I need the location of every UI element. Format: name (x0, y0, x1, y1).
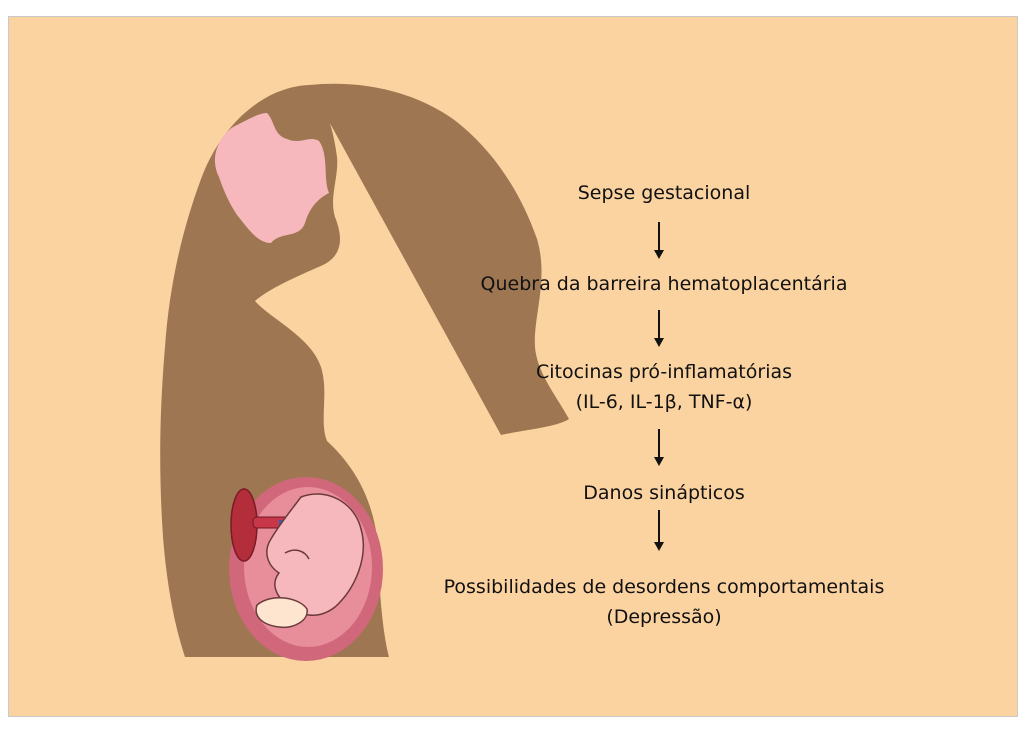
diagram-canvas: Sepse gestacional Quebra da barreira hem… (8, 16, 1018, 717)
down-arrow-icon (652, 510, 666, 552)
step-danos-sinapticos: Danos sinápticos (419, 480, 909, 506)
down-arrow-icon (652, 222, 666, 260)
step-sepse-gestacional: Sepse gestacional (419, 180, 909, 206)
step-quebra-barreira: Quebra da barreira hematoplacentária (419, 271, 909, 297)
down-arrow-icon (652, 310, 666, 348)
down-arrow-icon (652, 429, 666, 467)
step-desordens-comportamentais: Possibilidades de desordens comportament… (419, 574, 909, 630)
fetus-foot (256, 598, 307, 628)
step-citocinas: Citocinas pró-inflamatórias (IL-6, IL-1β… (419, 359, 909, 415)
